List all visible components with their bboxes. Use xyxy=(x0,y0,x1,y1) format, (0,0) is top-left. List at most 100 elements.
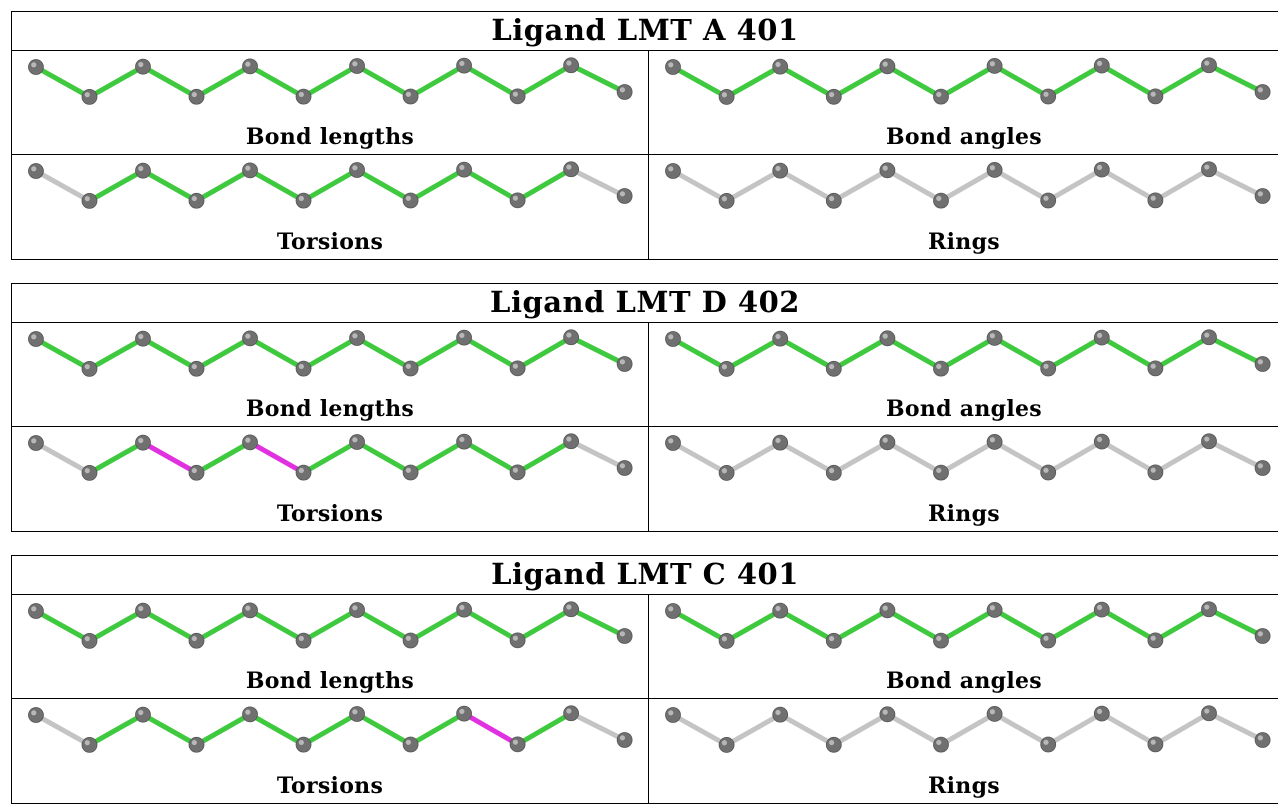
atom xyxy=(1040,736,1057,753)
atom xyxy=(242,330,258,347)
ligand-title: Ligand LMT C 401 xyxy=(12,556,1278,595)
atom xyxy=(402,632,419,649)
torsions-panel: Torsions xyxy=(12,699,649,803)
atom-highlight xyxy=(619,87,626,93)
atom xyxy=(1147,736,1164,753)
atom-highlight xyxy=(245,709,251,715)
atom xyxy=(772,162,789,179)
atom-highlight xyxy=(512,363,519,369)
atom xyxy=(509,88,526,105)
atom-highlight xyxy=(405,363,411,369)
panel-caption: Bond angles xyxy=(886,124,1042,150)
atom xyxy=(933,632,949,649)
bond-good xyxy=(1206,606,1266,639)
atom-highlight xyxy=(405,91,411,97)
atom xyxy=(188,88,205,105)
atom xyxy=(1040,464,1057,481)
atom xyxy=(933,736,949,753)
bond-good xyxy=(33,64,92,100)
atom-highlight xyxy=(668,334,674,340)
atom-highlight xyxy=(829,363,835,370)
bond-none xyxy=(1045,711,1105,748)
bond-good xyxy=(884,607,944,644)
bond-good xyxy=(247,607,307,644)
atom xyxy=(933,192,949,209)
bond-good xyxy=(247,167,307,204)
atom-highlight xyxy=(989,709,995,715)
ligand-block: Ligand LMT C 401 Bond lengths Bond angle… xyxy=(11,555,1278,804)
atom xyxy=(509,192,526,209)
bond-none xyxy=(724,168,783,204)
atom xyxy=(665,707,681,723)
atom-highlight xyxy=(298,91,304,98)
atom xyxy=(28,331,44,347)
atom xyxy=(879,706,896,723)
atom-highlight xyxy=(405,467,411,473)
bond-good xyxy=(831,63,890,100)
atom-highlight xyxy=(1257,735,1263,741)
bond-outlier xyxy=(247,439,307,476)
atom-highlight xyxy=(1150,195,1156,201)
atom-highlight xyxy=(1097,332,1103,338)
atom-highlight xyxy=(1043,739,1049,745)
bond-lengths-panel: Bond lengths xyxy=(12,51,649,155)
atom-highlight xyxy=(829,195,835,202)
bond-none xyxy=(568,710,628,743)
ligand-block: Ligand LMT A 401 Bond lengths Bond angle… xyxy=(11,11,1278,260)
bond-good xyxy=(408,167,467,203)
atom xyxy=(242,58,258,75)
chain-diagram xyxy=(28,329,633,377)
atom-highlight xyxy=(191,195,197,202)
atom xyxy=(772,58,789,75)
atom xyxy=(402,736,419,753)
atom xyxy=(772,434,789,451)
atom-highlight xyxy=(31,62,37,68)
atom-highlight xyxy=(1150,635,1156,641)
atom-highlight xyxy=(829,467,835,474)
bond-none xyxy=(568,166,628,199)
atom-highlight xyxy=(882,333,888,339)
bond-good xyxy=(408,439,467,475)
bond-none xyxy=(992,439,1051,476)
atom xyxy=(1254,356,1271,372)
bond-good xyxy=(408,711,467,747)
atom-highlight xyxy=(1257,87,1263,93)
bond-good xyxy=(1099,607,1158,643)
atom xyxy=(242,706,258,723)
bond-good xyxy=(515,438,574,475)
atom xyxy=(825,464,842,481)
atom xyxy=(1201,601,1217,618)
atom xyxy=(349,602,365,618)
bond-good xyxy=(1045,63,1105,100)
atom xyxy=(188,464,205,481)
bond-good xyxy=(1099,63,1158,99)
atom xyxy=(665,59,681,75)
bond-good xyxy=(777,64,837,100)
atom xyxy=(456,601,472,618)
atom-highlight xyxy=(668,62,674,68)
atom xyxy=(1147,192,1164,209)
atom-highlight xyxy=(1257,631,1263,637)
atom xyxy=(563,161,580,178)
atom xyxy=(135,330,151,347)
bond-good xyxy=(194,335,253,372)
atom-highlight xyxy=(668,606,674,612)
atom xyxy=(933,464,949,481)
atom xyxy=(295,192,312,209)
bond-none xyxy=(884,439,944,476)
bond-none xyxy=(670,712,730,748)
bond-good xyxy=(86,168,146,204)
atom xyxy=(879,602,896,619)
bond-good xyxy=(301,335,360,372)
atom-highlight xyxy=(84,364,90,370)
bond-none xyxy=(938,167,998,204)
atom-highlight xyxy=(512,195,519,201)
atom xyxy=(135,706,151,723)
chain-diagram xyxy=(665,161,1271,209)
atom xyxy=(1201,329,1217,346)
atom xyxy=(349,706,365,722)
bond-none xyxy=(777,168,837,204)
atom xyxy=(1040,360,1057,377)
atom xyxy=(1147,632,1164,649)
atom-highlight xyxy=(1204,604,1210,610)
